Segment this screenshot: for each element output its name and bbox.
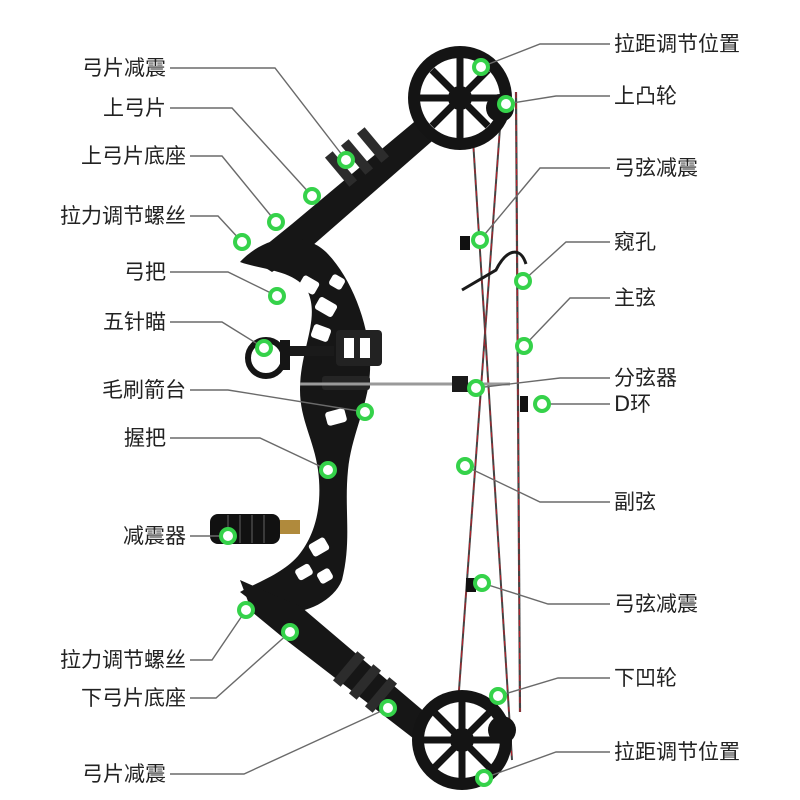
marker-d-loop: [533, 395, 551, 413]
label-lower-limb-dampener: 弓片减震: [82, 762, 166, 786]
marker-brush-arrow-rest: [356, 403, 374, 421]
marker-lower-cam: [489, 687, 507, 705]
label-upper-limb-pocket: 上弓片底座: [81, 144, 186, 168]
marker-grip-handle: [268, 287, 286, 305]
label-cable: 副弦: [614, 490, 656, 514]
marker-upper-limb: [303, 187, 321, 205]
upper-string-stop: [460, 236, 470, 250]
label-upper-string-dampener: 弓弦减震: [614, 156, 698, 180]
label-upper-limb-dampener: 弓片减震: [82, 56, 166, 80]
label-lower-string-dampener: 弓弦减震: [614, 592, 698, 616]
lower-string-stop: [466, 578, 476, 592]
label-upper-limb: 上弓片: [103, 96, 166, 120]
label-grip-handle: 弓把: [124, 260, 166, 284]
marker-upper-limb-dampener: [337, 151, 355, 169]
label-lower-draw-length-adjust: 拉距调节位置: [614, 740, 740, 764]
left-leader-lines: [170, 67, 389, 775]
marker-five-pin-sight: [255, 339, 273, 357]
marker-upper-limb-pocket: [267, 213, 285, 231]
marker-lower-draw-length-adjust: [475, 769, 493, 787]
cable-slide-shape: [452, 376, 468, 392]
label-d-loop: D环: [614, 392, 652, 416]
label-upper-draw-weight-screw: 拉力调节螺丝: [60, 204, 186, 228]
marker-upper-draw-length-adjust: [472, 58, 490, 76]
label-lower-cam: 下凹轮: [614, 666, 677, 690]
marker-upper-string-dampener: [471, 231, 489, 249]
marker-cable-slide: [467, 379, 485, 397]
marker-upper-cam: [497, 95, 515, 113]
marker-grip: [319, 461, 337, 479]
marker-lower-draw-weight-screw: [237, 601, 255, 619]
upper-cam-shape: [408, 46, 514, 150]
right-leader-lines: [464, 43, 610, 779]
marker-main-string: [515, 337, 533, 355]
stabilizer-shape: [210, 514, 300, 544]
label-stabilizer: 减震器: [123, 524, 186, 548]
marker-lower-string-dampener: [473, 574, 491, 592]
marker-cable: [456, 457, 474, 475]
label-upper-draw-length-adjust: 拉距调节位置: [614, 32, 740, 56]
label-main-string: 主弦: [614, 286, 656, 310]
marker-upper-draw-weight-screw: [233, 233, 251, 251]
label-five-pin-sight: 五针瞄: [103, 310, 166, 334]
d-loop-shape: [520, 396, 528, 412]
marker-lower-limb-dampener: [379, 699, 397, 717]
bow-strings: [454, 91, 522, 761]
label-lower-draw-weight-screw: 拉力调节螺丝: [60, 648, 186, 672]
label-grip: 握把: [124, 426, 166, 450]
label-lower-limb-pocket: 下弓片底座: [81, 686, 186, 710]
marker-peep-sight: [514, 272, 532, 290]
label-brush-arrow-rest: 毛刷箭台: [102, 378, 186, 402]
marker-points: [219, 58, 551, 787]
lower-cam-shape: [412, 690, 516, 790]
label-cable-slide: 分弦器: [614, 366, 677, 390]
upper-limb-shape: [250, 92, 470, 272]
marker-stabilizer: [219, 527, 237, 545]
label-peep-sight: 窥孔: [614, 230, 656, 254]
marker-lower-limb-pocket: [281, 623, 299, 641]
riser-shape: [240, 238, 382, 614]
peep-arm-shape: [461, 250, 528, 292]
label-upper-cam: 上凸轮: [614, 84, 677, 108]
